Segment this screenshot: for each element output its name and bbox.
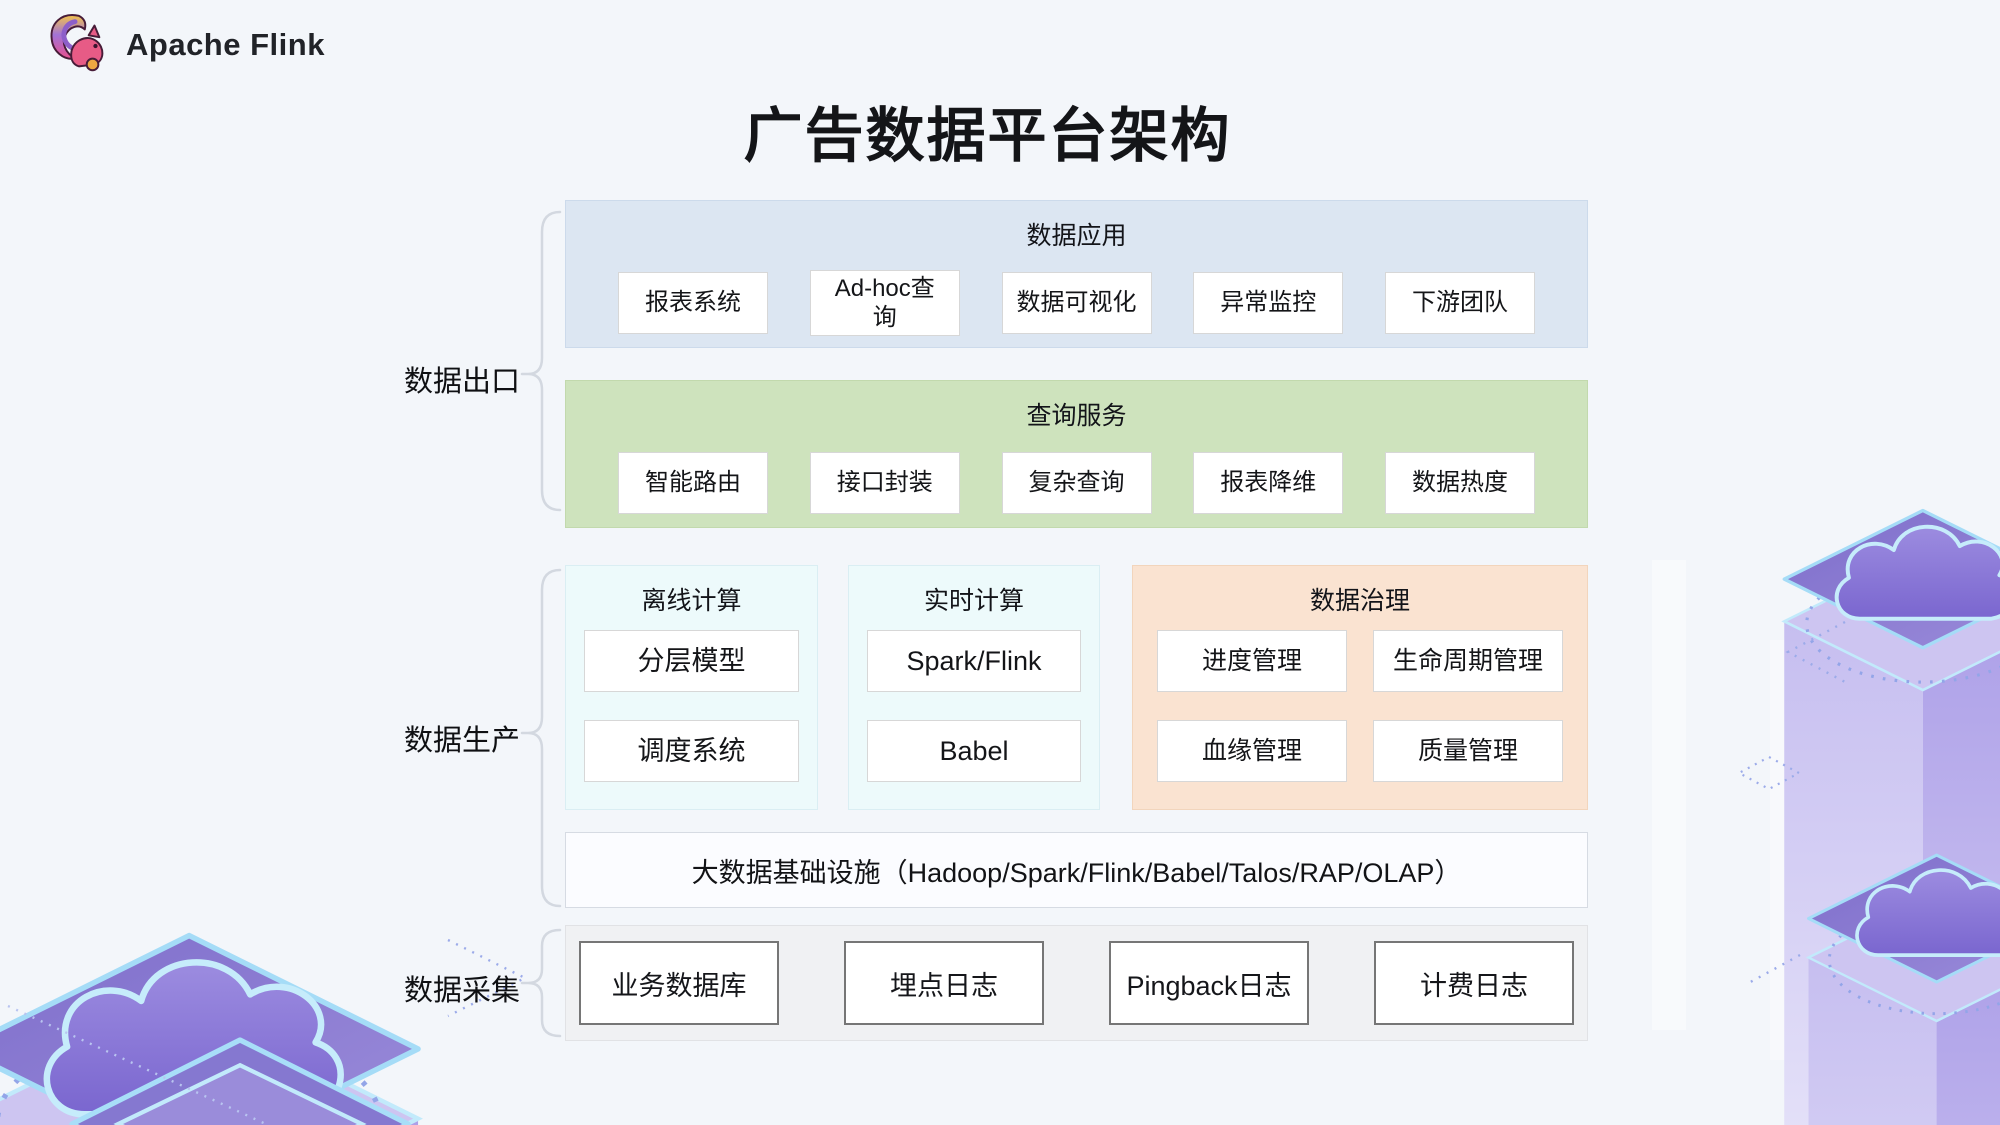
- diagram-node: 智能路由: [618, 452, 768, 514]
- diagram-node: 调度系统: [584, 720, 799, 782]
- diagram-node: Ad-hoc查询: [809, 269, 960, 337]
- diagram-node: 报表系统: [618, 272, 768, 334]
- brace-data-collection: [520, 928, 562, 1038]
- diagram-node: 进度管理: [1157, 630, 1347, 692]
- brace-data-production: [520, 568, 562, 908]
- diagram-node: 报表降维: [1193, 452, 1344, 514]
- layer-offline-computing: 离线计算 分层模型 调度系统: [565, 565, 818, 810]
- side-label-data-production: 数据生产: [404, 725, 521, 757]
- layer-data-application: 数据应用 报表系统 Ad-hoc查询 数据可视化 异常监控 下游团队: [565, 200, 1588, 348]
- brand-header: Apache Flink: [42, 10, 325, 80]
- brace-data-export: [520, 210, 562, 512]
- layer-title-offline-computing: 离线计算: [641, 587, 742, 615]
- diagram-node: 异常监控: [1193, 272, 1344, 334]
- layer-query-service: 查询服务 智能路由 接口封装 复杂查询 报表降维 数据热度: [565, 380, 1588, 528]
- layer-title-data-governance: 数据治理: [1309, 587, 1410, 615]
- diagram-node: 埋点日志: [844, 941, 1044, 1025]
- diagram-node: 血缘管理: [1157, 720, 1347, 782]
- side-label-data-export: 数据出口: [404, 366, 521, 398]
- diagram-node: 生命周期管理: [1373, 630, 1563, 692]
- diagram-node: Babel: [867, 720, 1081, 782]
- diagram-node: 质量管理: [1373, 720, 1563, 782]
- layer-data-collection: 业务数据库 埋点日志 Pingback日志 计费日志: [565, 925, 1588, 1041]
- diagram-node: 数据可视化: [1001, 272, 1152, 334]
- diagram-node: 业务数据库: [579, 941, 779, 1025]
- flink-squirrel-icon: [50, 14, 104, 72]
- diagram-node: 分层模型: [584, 630, 799, 692]
- data-governance-items: 进度管理 生命周期管理 血缘管理 质量管理: [1133, 617, 1587, 782]
- layer-data-governance: 数据治理 进度管理 生命周期管理 血缘管理 质量管理: [1132, 565, 1588, 810]
- diagram-node: 复杂查询: [1001, 452, 1152, 514]
- layer-title-data-application: 数据应用: [1026, 222, 1127, 250]
- query-service-items: 智能路由 接口封装 复杂查询 报表降维 数据热度: [566, 446, 1587, 520]
- realtime-computing-items: Spark/Flink Babel: [849, 617, 1099, 782]
- diagram-node: 下游团队: [1385, 272, 1535, 334]
- data-application-items: 报表系统 Ad-hoc查询 数据可视化 异常监控 下游团队: [566, 266, 1587, 340]
- page-title: 广告数据平台架构: [743, 103, 1232, 169]
- layer-title-query-service: 查询服务: [1026, 402, 1127, 430]
- offline-computing-items: 分层模型 调度系统: [566, 617, 817, 782]
- diagram-node: 接口封装: [809, 452, 960, 514]
- diagram-node: 计费日志: [1374, 941, 1574, 1025]
- layer-realtime-computing: 实时计算 Spark/Flink Babel: [848, 565, 1100, 810]
- diagram-node: Pingback日志: [1109, 941, 1309, 1025]
- diagram-node: 数据热度: [1385, 452, 1535, 514]
- layer-title-realtime-computing: 实时计算: [923, 587, 1024, 615]
- brand-name: Apache Flink: [126, 27, 325, 62]
- layer-infrastructure: 大数据基础设施（Hadoop/Spark/Flink/Babel/Talos/R…: [565, 832, 1588, 908]
- side-label-data-collection: 数据采集: [404, 975, 521, 1007]
- diagram-node: Spark/Flink: [867, 630, 1081, 692]
